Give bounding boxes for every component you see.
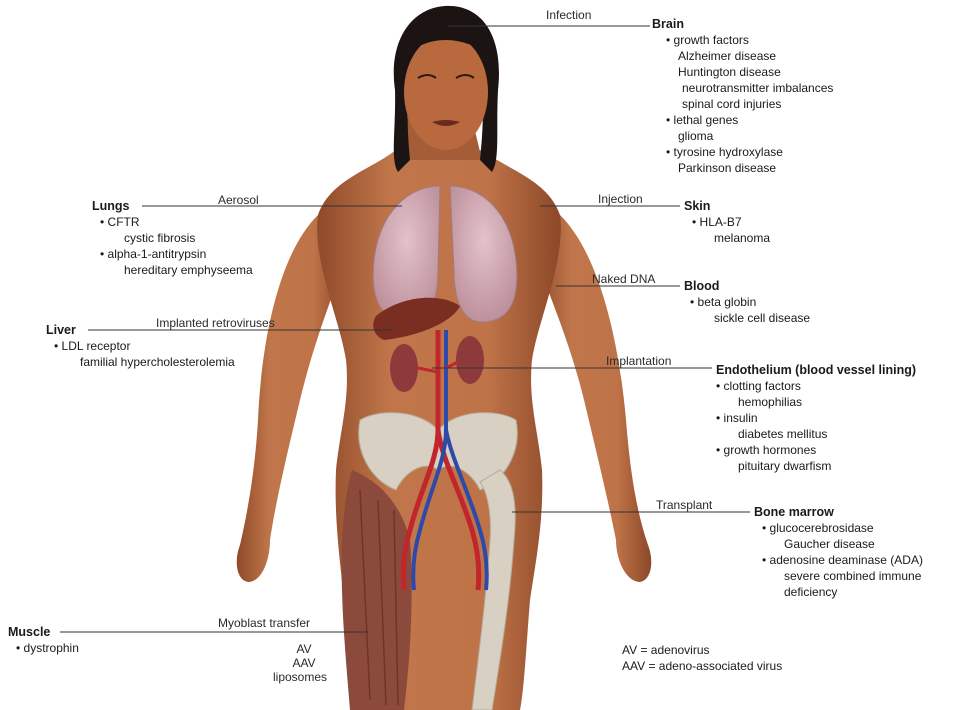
legend-av: AV = adenovirus	[622, 642, 782, 658]
bone-marrow-line: • glucocerebrosidase	[754, 520, 923, 536]
bone-marrow-line: deficiency	[754, 584, 923, 600]
muscle-title: Muscle	[8, 624, 79, 640]
liver-title: Liver	[46, 322, 235, 338]
lungs-line: • alpha-1-antitrypsin	[92, 246, 253, 262]
endothelium-line: pituitary dwarfism	[716, 458, 916, 474]
brain-line: spinal cord injuries	[652, 96, 833, 112]
liver-line: • LDL receptor	[46, 338, 235, 354]
skin-block: Skin • HLA-B7 melanoma	[684, 198, 770, 246]
vector-av: AV	[272, 642, 336, 656]
bone-marrow-block: Bone marrow • glucocerebrosidase Gaucher…	[754, 504, 923, 600]
method-transplant: Transplant	[656, 498, 712, 512]
endothelium-line: • insulin	[716, 410, 916, 426]
left-kidney	[390, 344, 418, 392]
brain-line: Alzheimer disease	[652, 48, 833, 64]
endothelium-line: • growth hormones	[716, 442, 916, 458]
brain-line: neurotransmitter imbalances	[652, 80, 833, 96]
method-naked-dna: Naked DNA	[592, 272, 655, 286]
endothelium-line: • clotting factors	[716, 378, 916, 394]
bone-marrow-title: Bone marrow	[754, 504, 923, 520]
blood-block: Blood • beta globin sickle cell disease	[684, 278, 810, 326]
method-myoblast-transfer: Myoblast transfer	[218, 616, 310, 630]
brain-line: • tyrosine hydroxylase	[652, 144, 833, 160]
vector-liposomes: liposomes	[264, 670, 336, 684]
liver-line: familial hypercholesterolemia	[46, 354, 235, 370]
brain-line: • lethal genes	[652, 112, 833, 128]
skin-title: Skin	[684, 198, 770, 214]
brain-line: • growth factors	[652, 32, 833, 48]
bone-marrow-line: Gaucher disease	[754, 536, 923, 552]
skin-line: melanoma	[684, 230, 770, 246]
bone-marrow-line: severe combined immune	[754, 568, 923, 584]
vector-aav: AAV	[272, 656, 336, 670]
right-kidney	[456, 336, 484, 384]
brain-block: Brain • growth factors Alzheimer disease…	[652, 16, 833, 176]
brain-line: glioma	[652, 128, 833, 144]
muscle-line: • dystrophin	[8, 640, 79, 656]
endothelium-line: hemophilias	[716, 394, 916, 410]
face	[404, 34, 488, 150]
method-implantation: Implantation	[606, 354, 671, 368]
liver-block: Liver • LDL receptor familial hyperchole…	[46, 322, 235, 370]
brain-line: Parkinson disease	[652, 160, 833, 176]
brain-line: Huntington disease	[652, 64, 833, 80]
endothelium-block: Endothelium (blood vessel lining) • clot…	[716, 362, 916, 474]
lungs-line: hereditary emphyseema	[92, 262, 253, 278]
method-injection: Injection	[598, 192, 643, 206]
endothelium-line: diabetes mellitus	[716, 426, 916, 442]
bone-marrow-line: • adenosine deaminase (ADA)	[754, 552, 923, 568]
legend-aav: AAV = adeno-associated virus	[622, 658, 782, 674]
endothelium-title: Endothelium (blood vessel lining)	[716, 362, 916, 378]
vector-list: AV AAV liposomes	[272, 642, 336, 684]
lungs-block: Lungs • CFTR cystic fibrosis • alpha-1-a…	[92, 198, 253, 278]
brain-title: Brain	[652, 16, 833, 32]
method-infection: Infection	[546, 8, 591, 22]
muscle-block: Muscle • dystrophin	[8, 624, 79, 656]
blood-title: Blood	[684, 278, 810, 294]
lungs-line: cystic fibrosis	[92, 230, 253, 246]
blood-line: • beta globin	[684, 294, 810, 310]
lungs-title: Lungs	[92, 198, 253, 214]
lungs-line: • CFTR	[92, 214, 253, 230]
skin-line: • HLA-B7	[684, 214, 770, 230]
abbreviation-legend: AV = adenovirus AAV = adeno-associated v…	[622, 642, 782, 674]
blood-line: sickle cell disease	[684, 310, 810, 326]
